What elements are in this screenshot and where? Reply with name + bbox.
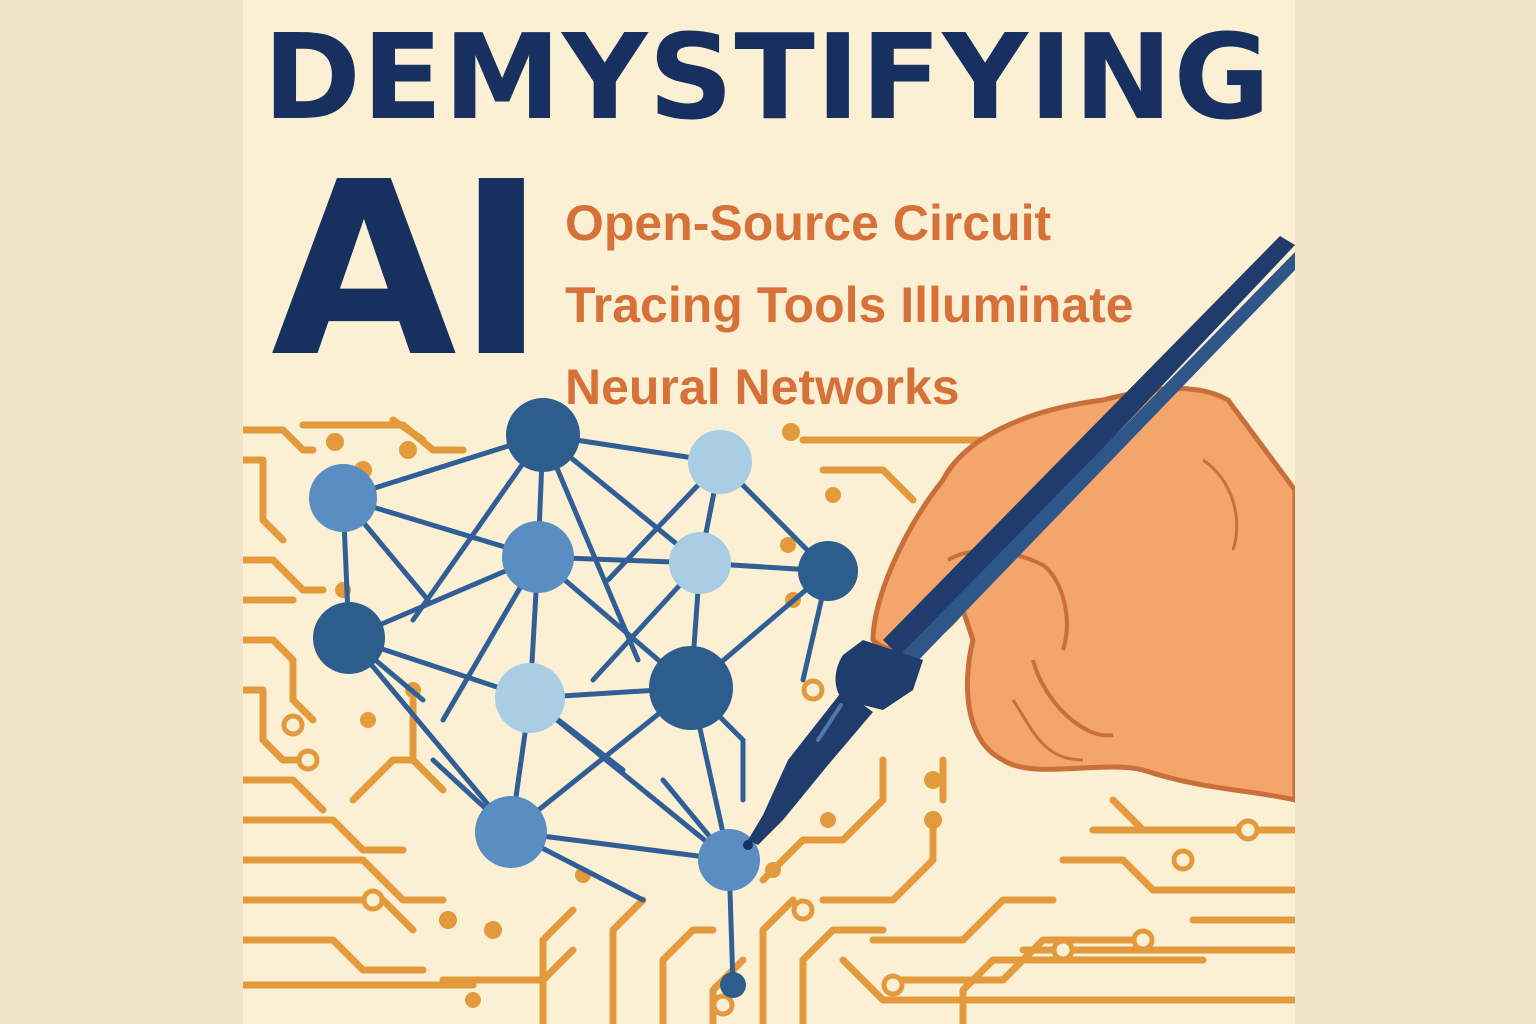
subtitle-line: Neural Networks <box>565 359 960 415</box>
network-node <box>309 464 377 532</box>
cover-subtitle: Open-Source Circuit Tracing Tools Illumi… <box>565 182 1134 428</box>
network-node <box>720 972 746 998</box>
network-node <box>506 398 580 472</box>
network-node <box>688 430 752 494</box>
cover-title-ai: AI <box>271 130 547 410</box>
network-node <box>495 663 565 733</box>
circuit-board-icon <box>243 416 1295 1024</box>
cover-canvas: DEMYSTIFYING AI Open-Source Circuit Trac… <box>243 0 1295 1024</box>
cover-illustration <box>243 236 1295 1024</box>
network-node <box>313 602 385 674</box>
network-node <box>475 796 547 868</box>
subtitle-line: Open-Source Circuit <box>565 195 1052 251</box>
network-node <box>798 541 858 601</box>
network-node <box>669 532 731 594</box>
subtitle-line: Tracing Tools Illuminate <box>565 277 1134 333</box>
network-node <box>649 646 733 730</box>
neural-network-icon <box>309 398 858 998</box>
tracing-pen-icon <box>743 236 1295 850</box>
network-node <box>502 521 574 593</box>
cover-title: DEMYSTIFYING <box>263 8 1272 146</box>
